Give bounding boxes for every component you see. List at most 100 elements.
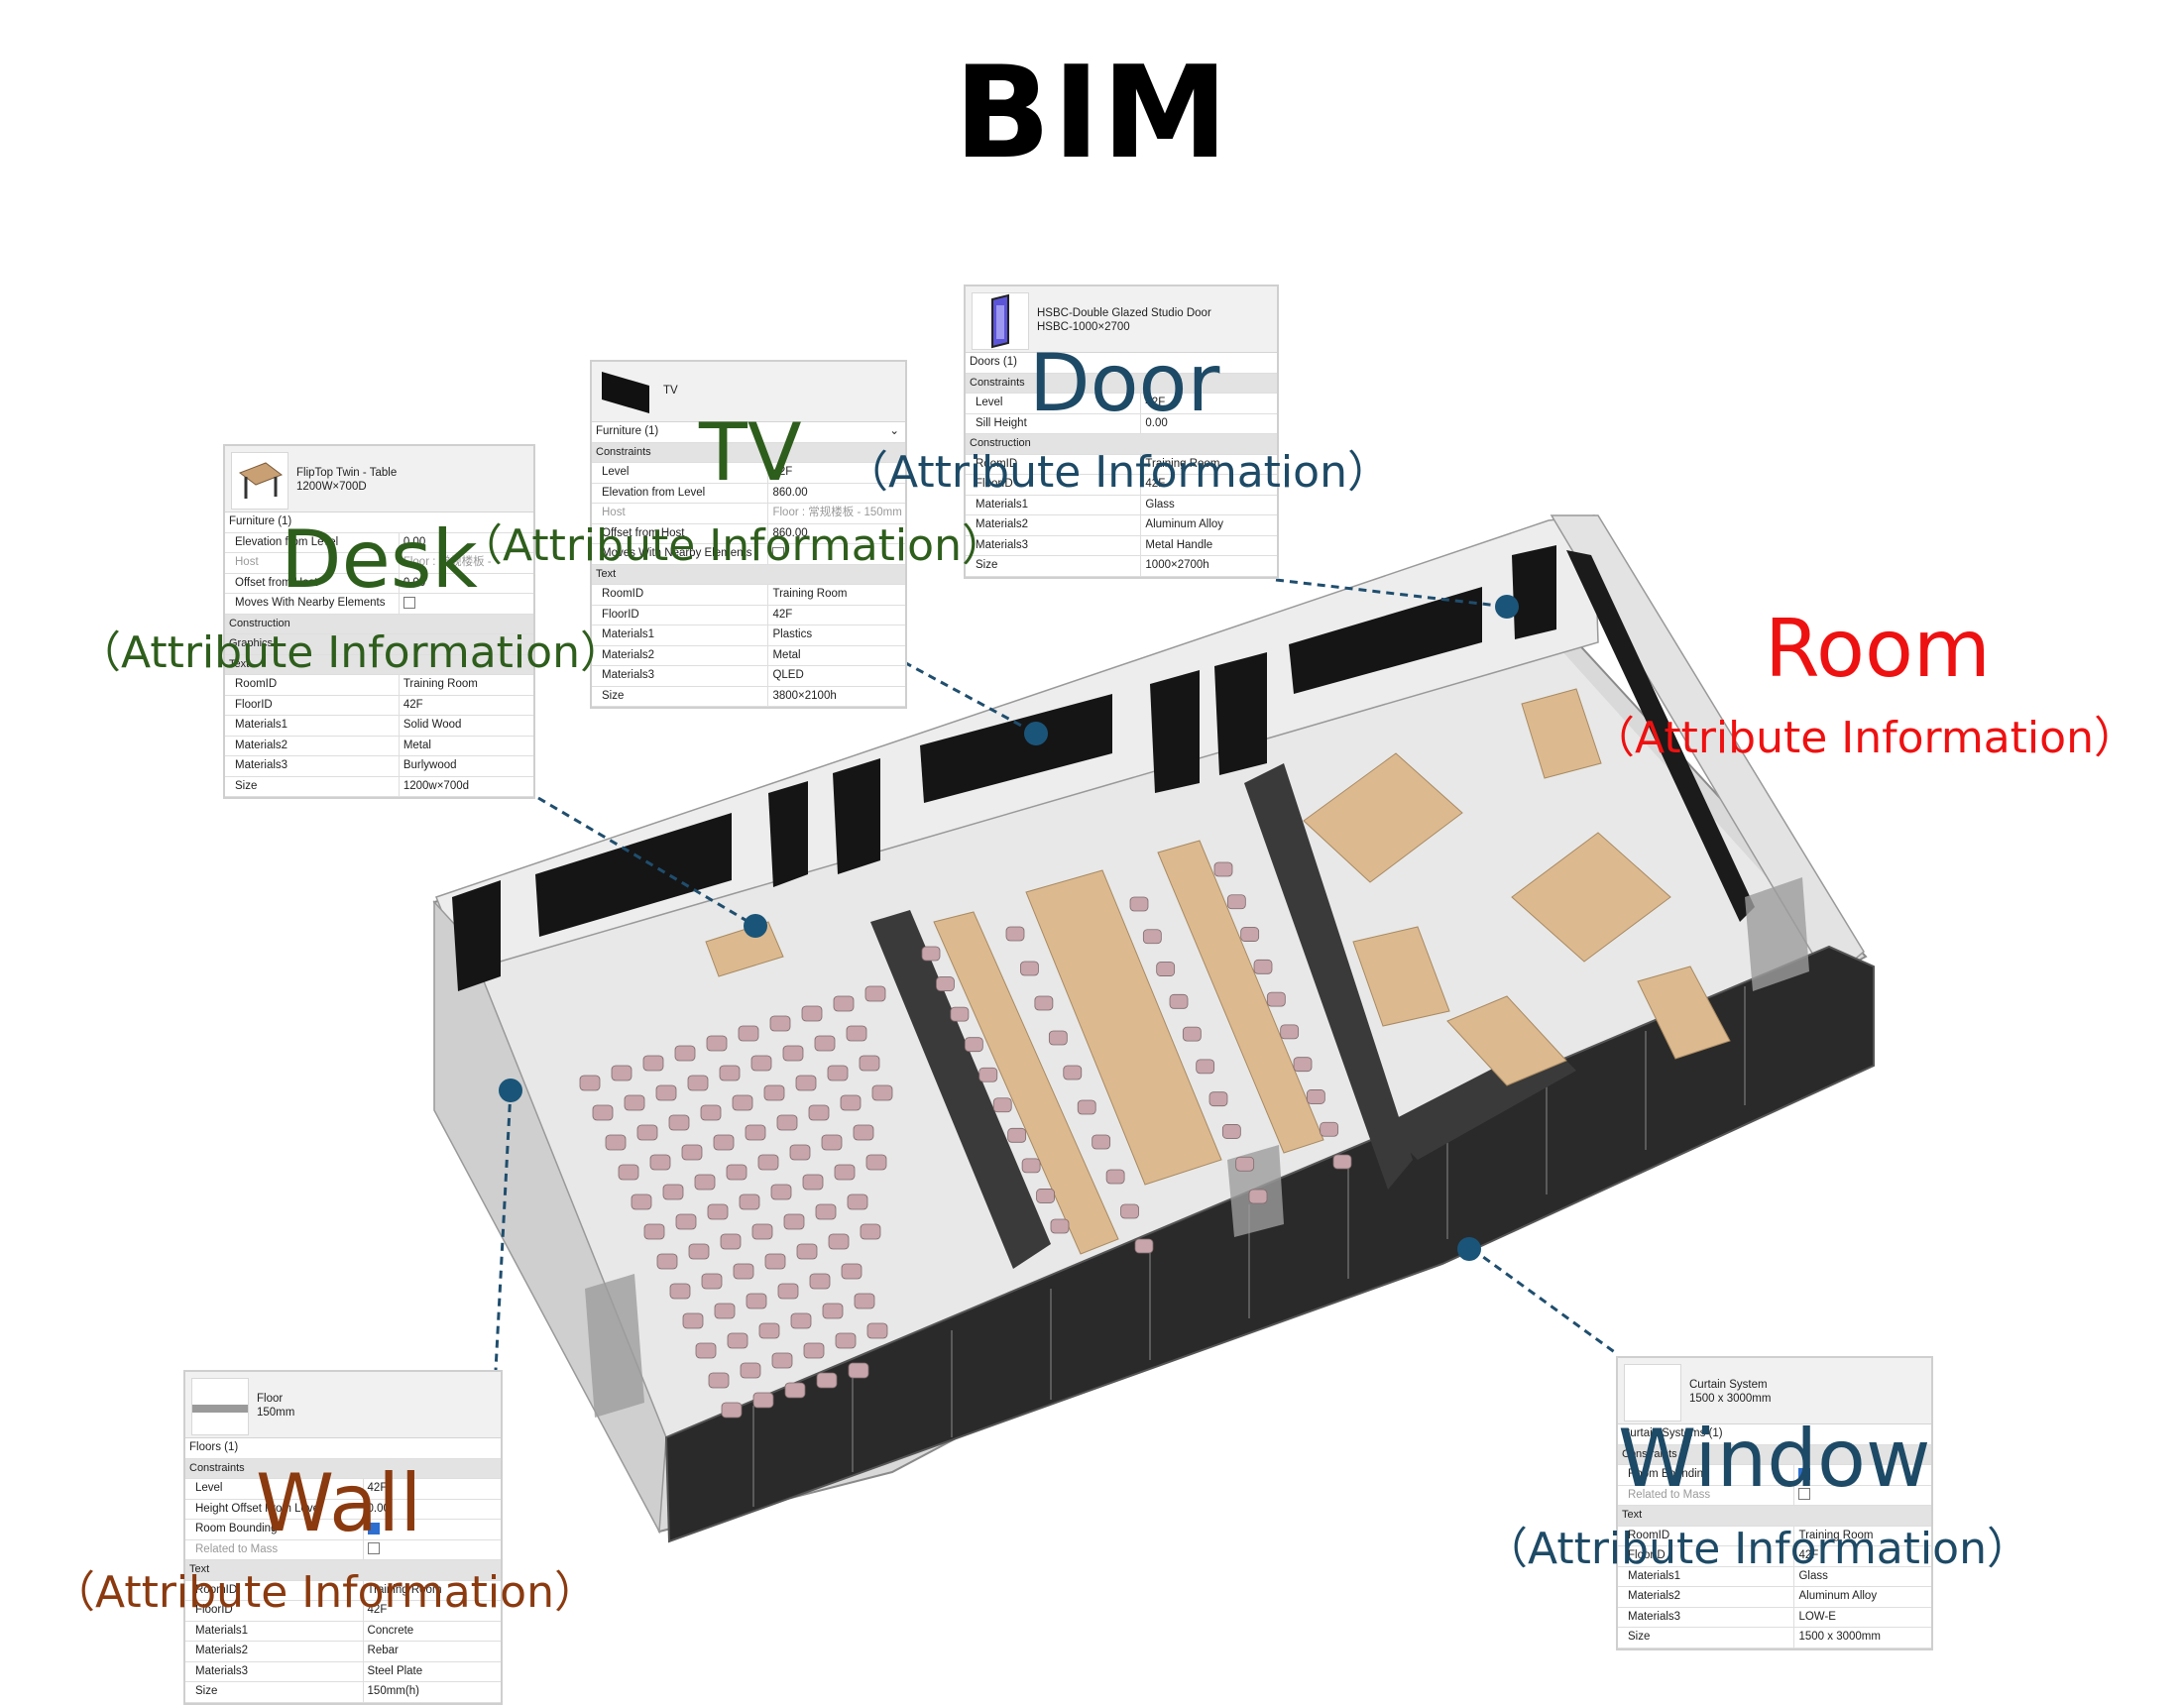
property-key: FloorID [185,1601,364,1621]
chair [732,1094,753,1111]
chair [1007,1127,1027,1143]
property-category: Text [225,654,533,675]
chair [1050,1218,1070,1234]
chair [701,1273,723,1290]
property-value [1794,1486,1811,1506]
property-value: Floor : 常规楼板 - [402,556,492,568]
property-key: Moves With Nearby Elements [225,594,400,614]
property-key: Sill Height [966,413,1142,433]
chair [750,1055,772,1072]
column-glass [585,1274,644,1418]
chair [859,1055,880,1072]
chair [803,1342,825,1359]
property-value: Metal Handle [1145,538,1213,551]
group-tables [1303,688,1731,1086]
chair [764,1253,786,1270]
property-value: Metal [772,648,801,661]
chair [790,1312,812,1329]
checkbox[interactable] [772,546,785,559]
property-key: Materials1 [1618,1566,1795,1586]
chair [1320,1121,1339,1137]
chair [1240,927,1260,942]
property-key: Room Bounding [1618,1465,1795,1485]
property-key: Elevation from Level [592,483,769,503]
property-value: Training Room [1145,457,1220,470]
chair [921,946,941,962]
chair [763,1084,785,1101]
chair [708,1372,730,1389]
chair [848,1362,869,1379]
chair [675,1213,697,1230]
chair [784,1382,806,1399]
chair [770,1184,792,1200]
long-tables [933,840,1324,1255]
chair [1134,1238,1154,1254]
checkbox[interactable] [367,1522,380,1534]
property-value: 42F [772,608,793,621]
property-key: Level [185,1479,364,1499]
chair [592,1104,614,1121]
chair [757,1154,779,1171]
chair [840,1094,862,1111]
chair [1129,896,1149,912]
property-value: QLED [772,669,804,681]
property-value: Aluminum Alloy [1798,1590,1878,1602]
chair [801,1005,823,1022]
curtain-wall [664,945,1875,1543]
chair [871,1084,893,1101]
chair [1280,1024,1300,1040]
checkbox[interactable] [367,1542,380,1555]
property-key: Materials2 [966,515,1142,535]
checkbox[interactable] [1798,1467,1811,1480]
property-key: Level [966,394,1142,413]
property-value: 1200w×700d [402,779,470,792]
chair [1063,1065,1083,1080]
property-key: RoomID [225,675,400,695]
property-value: Training Room [367,1583,442,1596]
chair [978,1067,998,1082]
checkbox[interactable] [402,596,415,609]
property-value: Aluminum Alloy [1145,518,1224,530]
property-key: RoomID [966,454,1142,474]
property-value: 1500 x 3000mm [1798,1631,1881,1643]
right-wall-dark [1566,550,1755,922]
tv-thumbnail [598,368,653,423]
chair [1226,894,1246,910]
chevron-down-icon: ⌄ [889,425,899,437]
chair [655,1084,677,1101]
chair [802,1174,824,1191]
chair [681,1144,703,1161]
chair [713,1134,735,1151]
tv-sublabel: （Attribute Information） [459,520,1005,571]
chair [631,1194,652,1210]
property-key: Materials1 [185,1621,364,1641]
chair [611,1065,632,1081]
checkbox[interactable] [1798,1488,1811,1501]
type-name: TV [663,385,678,397]
chair [809,1273,831,1290]
chair [1005,926,1025,942]
property-value: 0.00 [402,535,426,548]
property-row: Related to Mass [1618,1485,1931,1506]
chair [758,1322,780,1339]
property-value: 3800×2100h [772,689,837,702]
property-value: 150mm(h) [367,1685,419,1697]
chair [865,1154,887,1171]
chair [816,1372,838,1389]
property-row: Room Bounding [1618,1465,1931,1486]
chair [1120,1203,1139,1219]
